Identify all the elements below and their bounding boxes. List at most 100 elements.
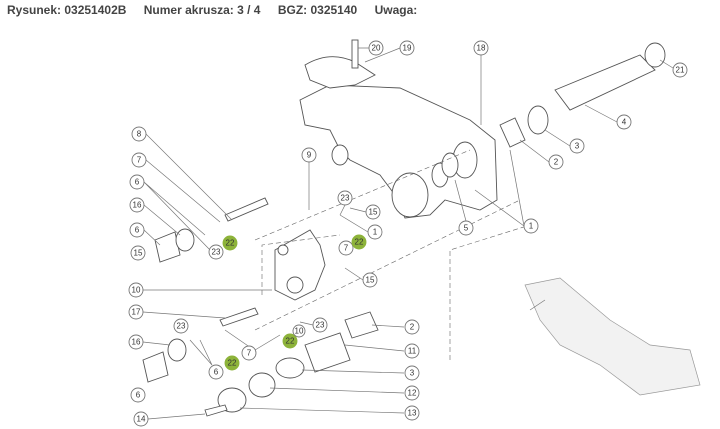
shaft	[554, 54, 656, 111]
svg-text:15: 15	[369, 208, 378, 217]
callout-22[interactable]: 22	[351, 234, 367, 250]
callout-13[interactable]: 13	[404, 405, 420, 421]
svg-text:1: 1	[373, 228, 378, 237]
svg-text:17: 17	[132, 308, 141, 317]
callout-10[interactable]: 10	[292, 324, 306, 338]
svg-text:13: 13	[408, 409, 417, 418]
callout-7[interactable]: 7	[241, 345, 257, 361]
callout-19[interactable]: 19	[399, 40, 415, 56]
callout-9[interactable]: 9	[301, 147, 317, 163]
svg-text:15: 15	[366, 276, 375, 285]
sleeve-11	[304, 332, 351, 373]
callout-15[interactable]: 15	[365, 204, 381, 220]
lever-hole	[277, 244, 289, 256]
bushing-2b	[344, 311, 379, 339]
callout-15[interactable]: 15	[130, 245, 146, 261]
callout-2[interactable]: 2	[404, 319, 420, 335]
callout-7[interactable]: 7	[131, 152, 147, 168]
callout-20[interactable]: 20	[368, 40, 384, 56]
svg-text:22: 22	[226, 239, 235, 248]
callout-6[interactable]: 6	[130, 387, 146, 403]
bushing-2	[499, 117, 526, 148]
svg-text:8: 8	[137, 130, 142, 139]
svg-text:9: 9	[307, 151, 312, 160]
callout-6[interactable]: 6	[129, 174, 145, 190]
svg-text:5: 5	[464, 224, 469, 233]
cap-12	[248, 372, 276, 398]
svg-text:2: 2	[410, 323, 415, 332]
svg-text:22: 22	[355, 238, 364, 247]
assembly-lines	[254, 149, 531, 360]
svg-text:2: 2	[554, 158, 559, 167]
svg-text:10: 10	[295, 327, 304, 336]
callout-16[interactable]: 16	[129, 197, 145, 213]
svg-text:3: 3	[410, 369, 415, 378]
note-label: Uwaga:	[374, 3, 418, 17]
callout-23[interactable]: 23	[208, 244, 224, 260]
svg-text:19: 19	[403, 44, 412, 53]
callout-18[interactable]: 18	[473, 40, 489, 56]
callout-22[interactable]: 22	[224, 355, 240, 371]
callout-7[interactable]: 7	[338, 240, 354, 256]
svg-text:22: 22	[286, 337, 295, 346]
svg-text:21: 21	[676, 66, 685, 75]
svg-text:6: 6	[135, 178, 140, 187]
bgz-number: BGZ: 0325140	[277, 3, 358, 17]
callout-23[interactable]: 23	[312, 317, 328, 333]
pin-8	[224, 197, 269, 222]
callout-1[interactable]: 1	[367, 224, 383, 240]
svg-text:18: 18	[477, 44, 486, 53]
drawing-number: Rysunek: 03251402B	[7, 3, 127, 17]
callout-23[interactable]: 23	[337, 190, 353, 206]
callout-17[interactable]: 17	[128, 304, 144, 320]
callout-22[interactable]: 22	[222, 235, 238, 251]
callout-5[interactable]: 5	[458, 220, 474, 236]
svg-text:10: 10	[132, 286, 141, 295]
callout-8[interactable]: 8	[131, 126, 147, 142]
svg-text:6: 6	[214, 368, 219, 377]
callout-1[interactable]: 1	[523, 218, 539, 234]
svg-text:16: 16	[133, 201, 142, 210]
svg-text:12: 12	[408, 389, 417, 398]
callout-6[interactable]: 6	[129, 222, 145, 238]
drawing-header: Rysunek: 03251402B Numer akrusza: 3 / 4 …	[7, 3, 431, 17]
svg-text:1: 1	[529, 222, 534, 231]
washer-3	[527, 105, 549, 135]
callout-3[interactable]: 3	[569, 138, 585, 154]
o-ring-21	[644, 42, 666, 68]
callout-2[interactable]: 2	[548, 154, 564, 170]
callout-6[interactable]: 6	[208, 364, 224, 380]
svg-text:7: 7	[247, 349, 252, 358]
bolt	[351, 39, 359, 69]
housing-bore	[391, 172, 429, 218]
svg-text:16: 16	[132, 338, 141, 347]
callout-4[interactable]: 4	[616, 114, 632, 130]
callout-10[interactable]: 10	[128, 282, 144, 298]
overview-pointer	[529, 299, 546, 311]
callout-23[interactable]: 23	[173, 318, 189, 334]
callout-21[interactable]: 21	[672, 62, 688, 78]
svg-text:7: 7	[344, 244, 349, 253]
bolt-14	[204, 404, 228, 417]
svg-text:23: 23	[341, 194, 350, 203]
svg-text:22: 22	[228, 359, 237, 368]
callout-15[interactable]: 15	[362, 272, 378, 288]
svg-text:3: 3	[575, 142, 580, 151]
callout-3[interactable]: 3	[404, 365, 420, 381]
svg-text:20: 20	[372, 44, 381, 53]
callout-16[interactable]: 16	[128, 334, 144, 350]
cover-plate	[304, 56, 376, 89]
callout-12[interactable]: 12	[404, 385, 420, 401]
svg-text:7: 7	[137, 156, 142, 165]
callout-14[interactable]: 14	[133, 411, 149, 427]
svg-text:4: 4	[622, 118, 627, 127]
nut-16b	[167, 338, 187, 362]
sheet-number: Numer akrusza: 3 / 4	[143, 3, 261, 17]
callout-22[interactable]: 22	[282, 333, 298, 349]
pin-17	[219, 307, 259, 327]
nut-16	[175, 228, 195, 252]
callout-11[interactable]: 11	[404, 343, 420, 359]
lever-bore	[286, 276, 304, 294]
main-housing	[299, 84, 498, 219]
plug-6b	[142, 351, 169, 383]
